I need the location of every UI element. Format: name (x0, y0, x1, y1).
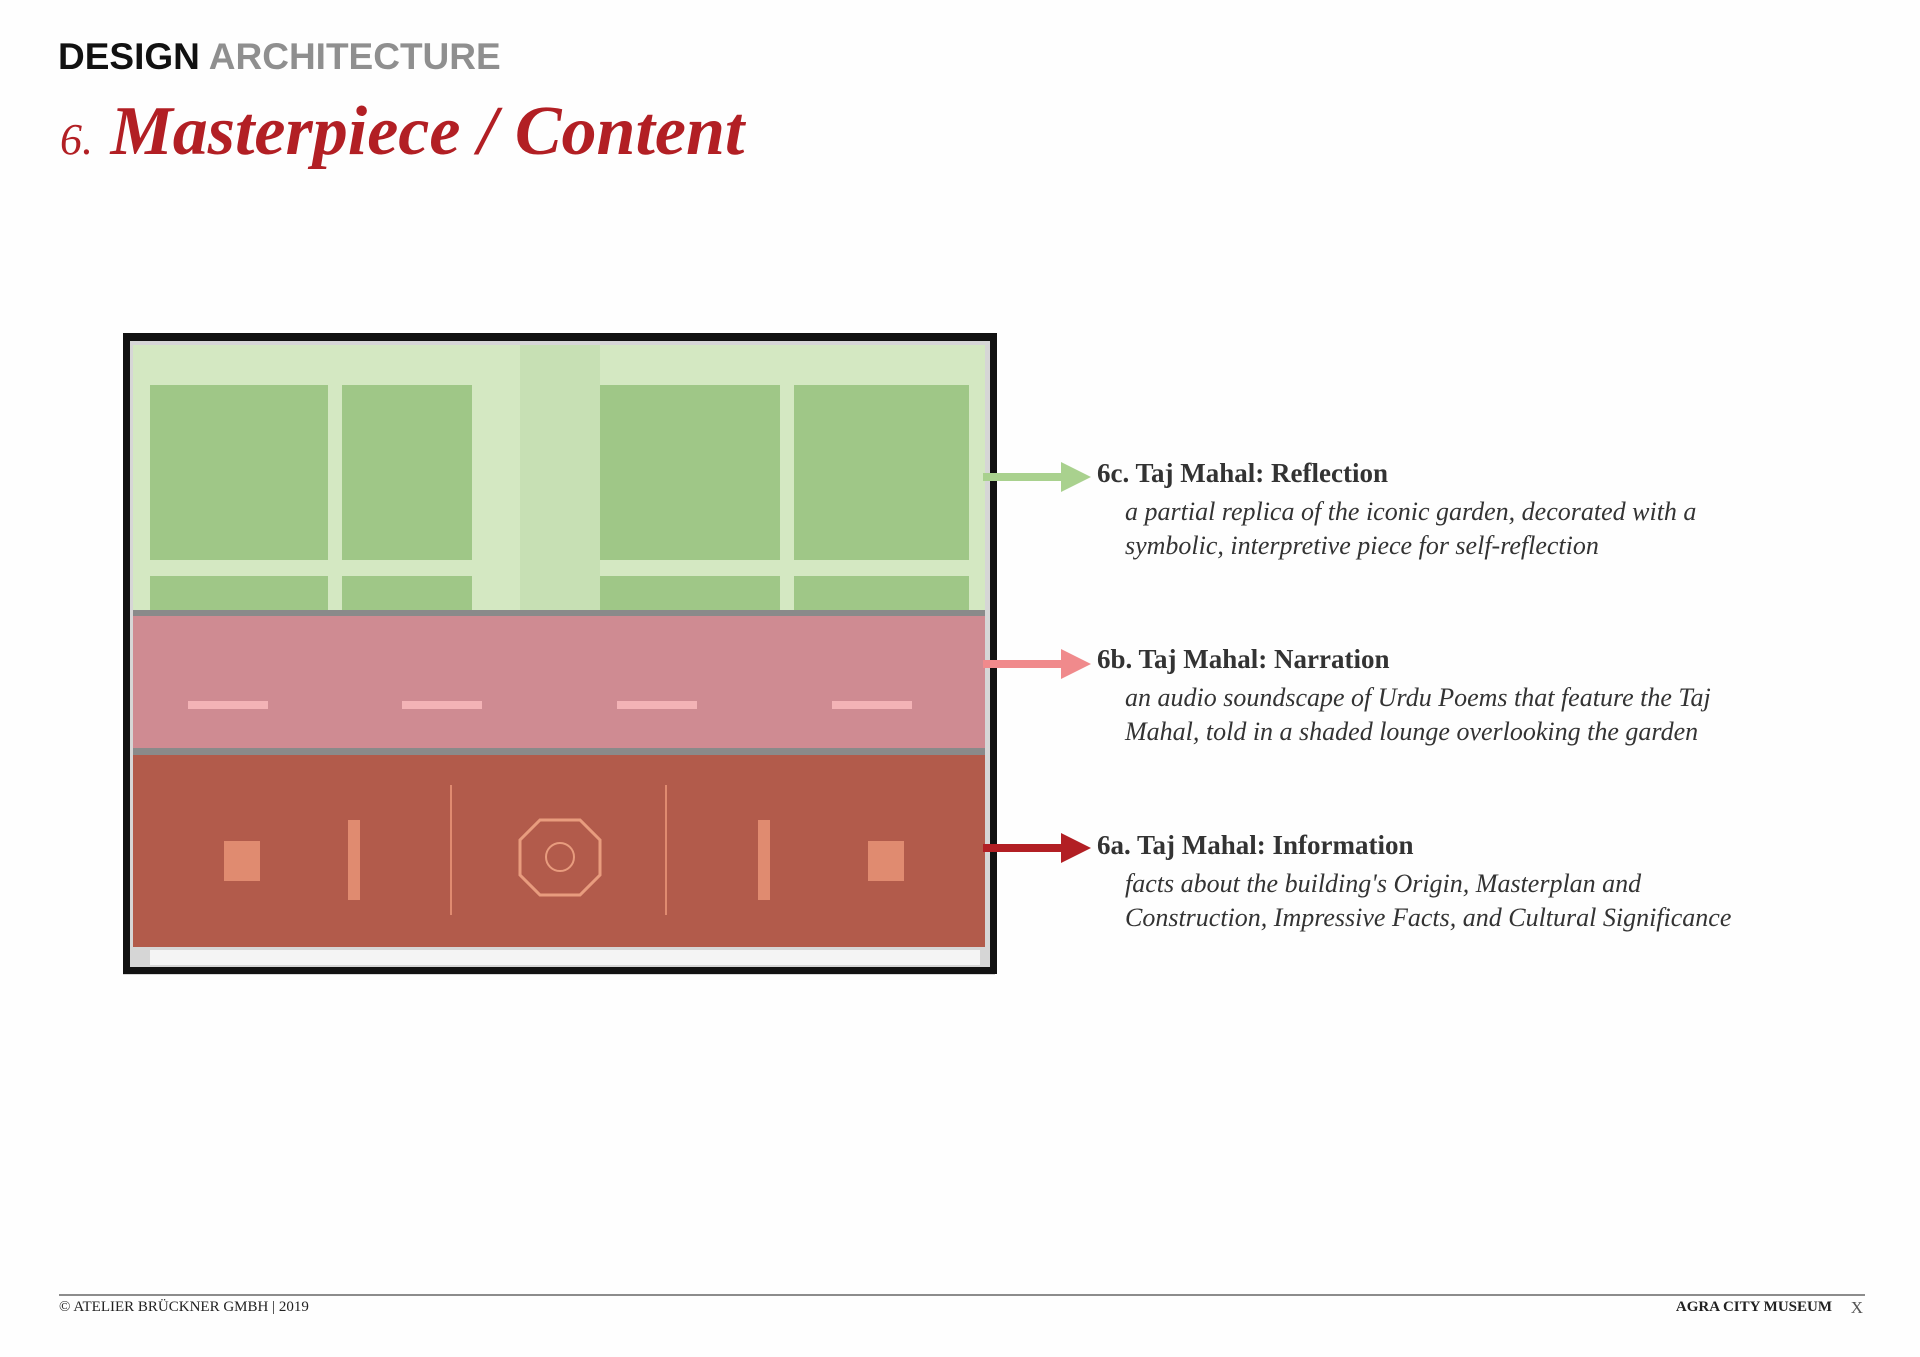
kicker-primary: DESIGN (58, 36, 200, 77)
zone-description: facts about the building's Origin, Maste… (1125, 869, 1732, 932)
footer-divider (59, 1294, 1865, 1296)
arrow-reflection-icon (983, 462, 1091, 492)
zone-heading: 6b. Taj Mahal: Narration (1097, 644, 1390, 674)
zone-description: an audio soundscape of Urdu Poems that f… (1125, 683, 1711, 746)
page-title: 6. Masterpiece / Content (60, 92, 744, 172)
zone-label-narration: 6b. Taj Mahal: Narration an audio sounds… (1097, 644, 1765, 749)
zone-reflection-garden (133, 345, 985, 613)
arrow-narration-icon (983, 649, 1091, 679)
title-text: Masterpiece / Content (110, 93, 745, 170)
floor-plan (120, 330, 1005, 980)
footer-copyright: © ATELIER BRÜCKNER GMBH | 2019 (59, 1299, 309, 1315)
zone-description: a partial replica of the iconic garden, … (1125, 497, 1697, 560)
zone-information-hall (133, 755, 985, 947)
zone-label-reflection: 6c. Taj Mahal: Reflection a partial repl… (1097, 458, 1765, 563)
footer-mark: X (1850, 1298, 1863, 1317)
zone-heading: 6c. Taj Mahal: Reflection (1097, 458, 1388, 488)
zone-narration-lounge (133, 610, 985, 755)
section-kicker: DESIGN ARCHITECTURE (58, 36, 501, 78)
zone-heading: 6a. Taj Mahal: Information (1097, 830, 1414, 860)
kicker-secondary: ARCHITECTURE (208, 36, 501, 77)
footer-project: AGRA CITY MUSEUM (1675, 1299, 1832, 1315)
arrow-information-icon (983, 833, 1091, 863)
title-number: 6. (60, 115, 93, 164)
taj-model-icon (518, 818, 602, 897)
zone-label-information: 6a. Taj Mahal: Information facts about t… (1097, 830, 1765, 935)
